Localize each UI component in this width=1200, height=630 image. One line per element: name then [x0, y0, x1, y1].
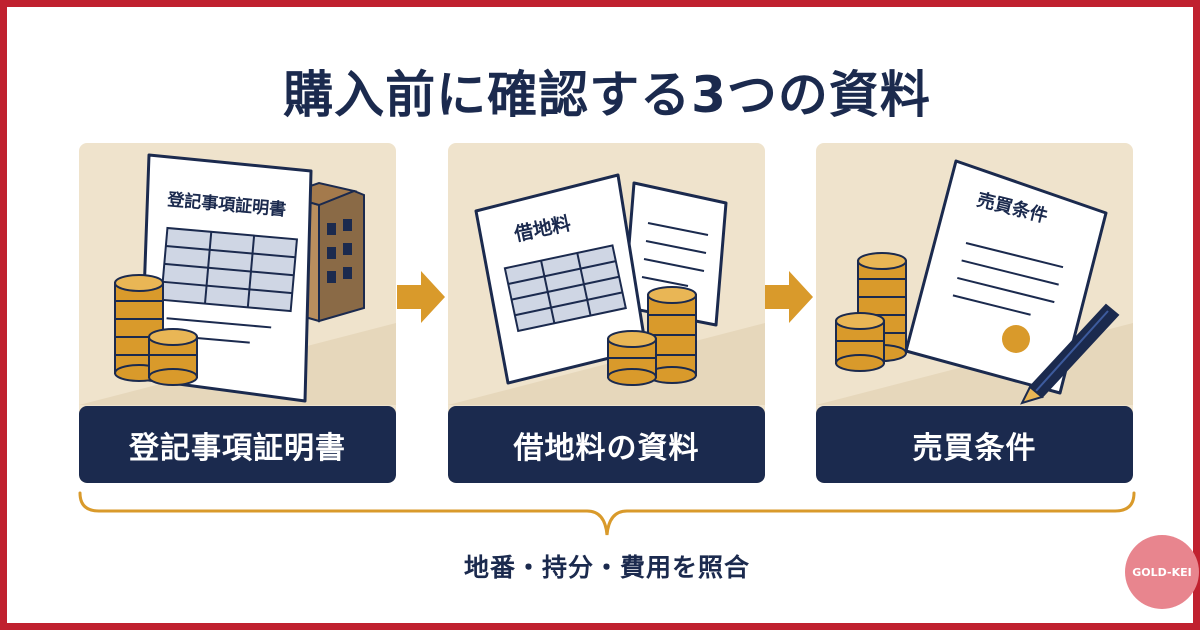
arrow-right-icon: [397, 271, 445, 323]
pen-icon: [1020, 303, 1120, 405]
arrow-right-icon: [765, 271, 813, 323]
card-label-registry: 登記事項証明書: [79, 406, 396, 483]
document-icon: 借地料: [474, 173, 648, 385]
brand-logo: GOLD-KEI: [1125, 535, 1199, 609]
coins-icon: [835, 252, 907, 372]
coins-icon: [607, 286, 697, 386]
card-registry: 登記事項証明書: [79, 143, 396, 483]
land-rent-illustration: 借地料: [448, 173, 765, 405]
coins-icon: [114, 274, 198, 386]
sales-terms-illustration: 売買条件: [816, 159, 1133, 405]
card-sales-terms: 売買条件: [816, 143, 1133, 483]
page-title: 購入前に確認する3つの資料: [283, 66, 931, 124]
summary-bracket: [78, 491, 1136, 536]
card-land-rent: 借地料: [448, 143, 765, 483]
seal-icon: [1002, 325, 1030, 353]
card-label-sales-terms: 売買条件: [816, 406, 1133, 483]
card-label-land-rent: 借地料の資料: [448, 406, 765, 483]
summary-text: 地番・持分・費用を照合: [463, 553, 750, 582]
document-back-icon: [622, 181, 728, 327]
registry-illustration: 登記事項証明書: [79, 153, 396, 405]
document-icon: 売買条件: [904, 159, 1108, 395]
